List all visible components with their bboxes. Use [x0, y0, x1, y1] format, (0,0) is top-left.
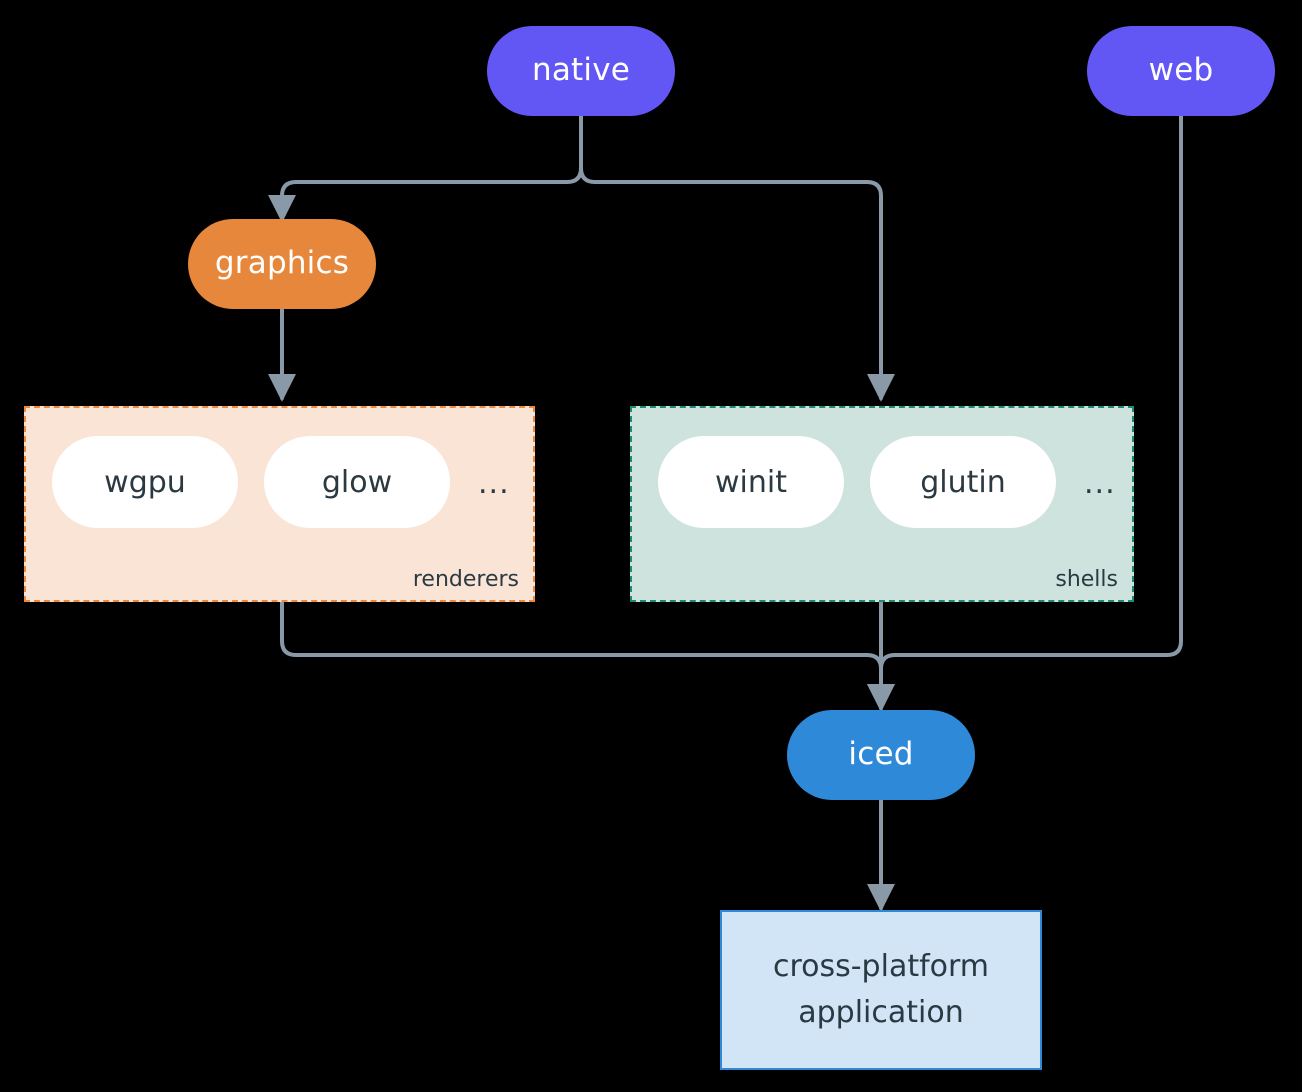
node-cross-platform-application[interactable]: cross-platform application [720, 910, 1042, 1070]
chip-glutin[interactable]: glutin [870, 436, 1056, 528]
node-native[interactable]: native [487, 26, 675, 116]
chip-glow[interactable]: glow [264, 436, 450, 528]
renderers-more-ellipsis: ... [478, 466, 510, 501]
node-graphics-label: graphics [214, 245, 350, 282]
shells-more-ellipsis: ... [1084, 466, 1116, 501]
cluster-renderers: wgpu glow ... renderers [24, 406, 535, 602]
edge-native-shells [579, 111, 895, 402]
node-web-label: web [1148, 52, 1214, 89]
node-graphics[interactable]: graphics [188, 219, 376, 309]
edge-native-graphics [268, 111, 583, 223]
edge-renderers-iced [280, 600, 895, 712]
chip-wgpu-label: wgpu [104, 464, 186, 500]
application-line-1: cross-platform [772, 948, 990, 984]
chip-winit-label: winit [715, 464, 787, 500]
cluster-renderers-label: renderers [412, 567, 519, 592]
cluster-shells-label: shells [1055, 567, 1118, 592]
node-web[interactable]: web [1087, 26, 1275, 116]
chip-wgpu[interactable]: wgpu [52, 436, 238, 528]
chip-glow-label: glow [321, 464, 393, 500]
chip-winit[interactable]: winit [658, 436, 844, 528]
node-iced[interactable]: iced [787, 710, 975, 800]
application-line-2: application [798, 995, 964, 1030]
node-iced-label: iced [848, 736, 914, 773]
chip-glutin-label: glutin [920, 464, 1006, 500]
node-native-label: native [531, 52, 631, 89]
cluster-shells: winit glutin ... shells [630, 406, 1134, 602]
